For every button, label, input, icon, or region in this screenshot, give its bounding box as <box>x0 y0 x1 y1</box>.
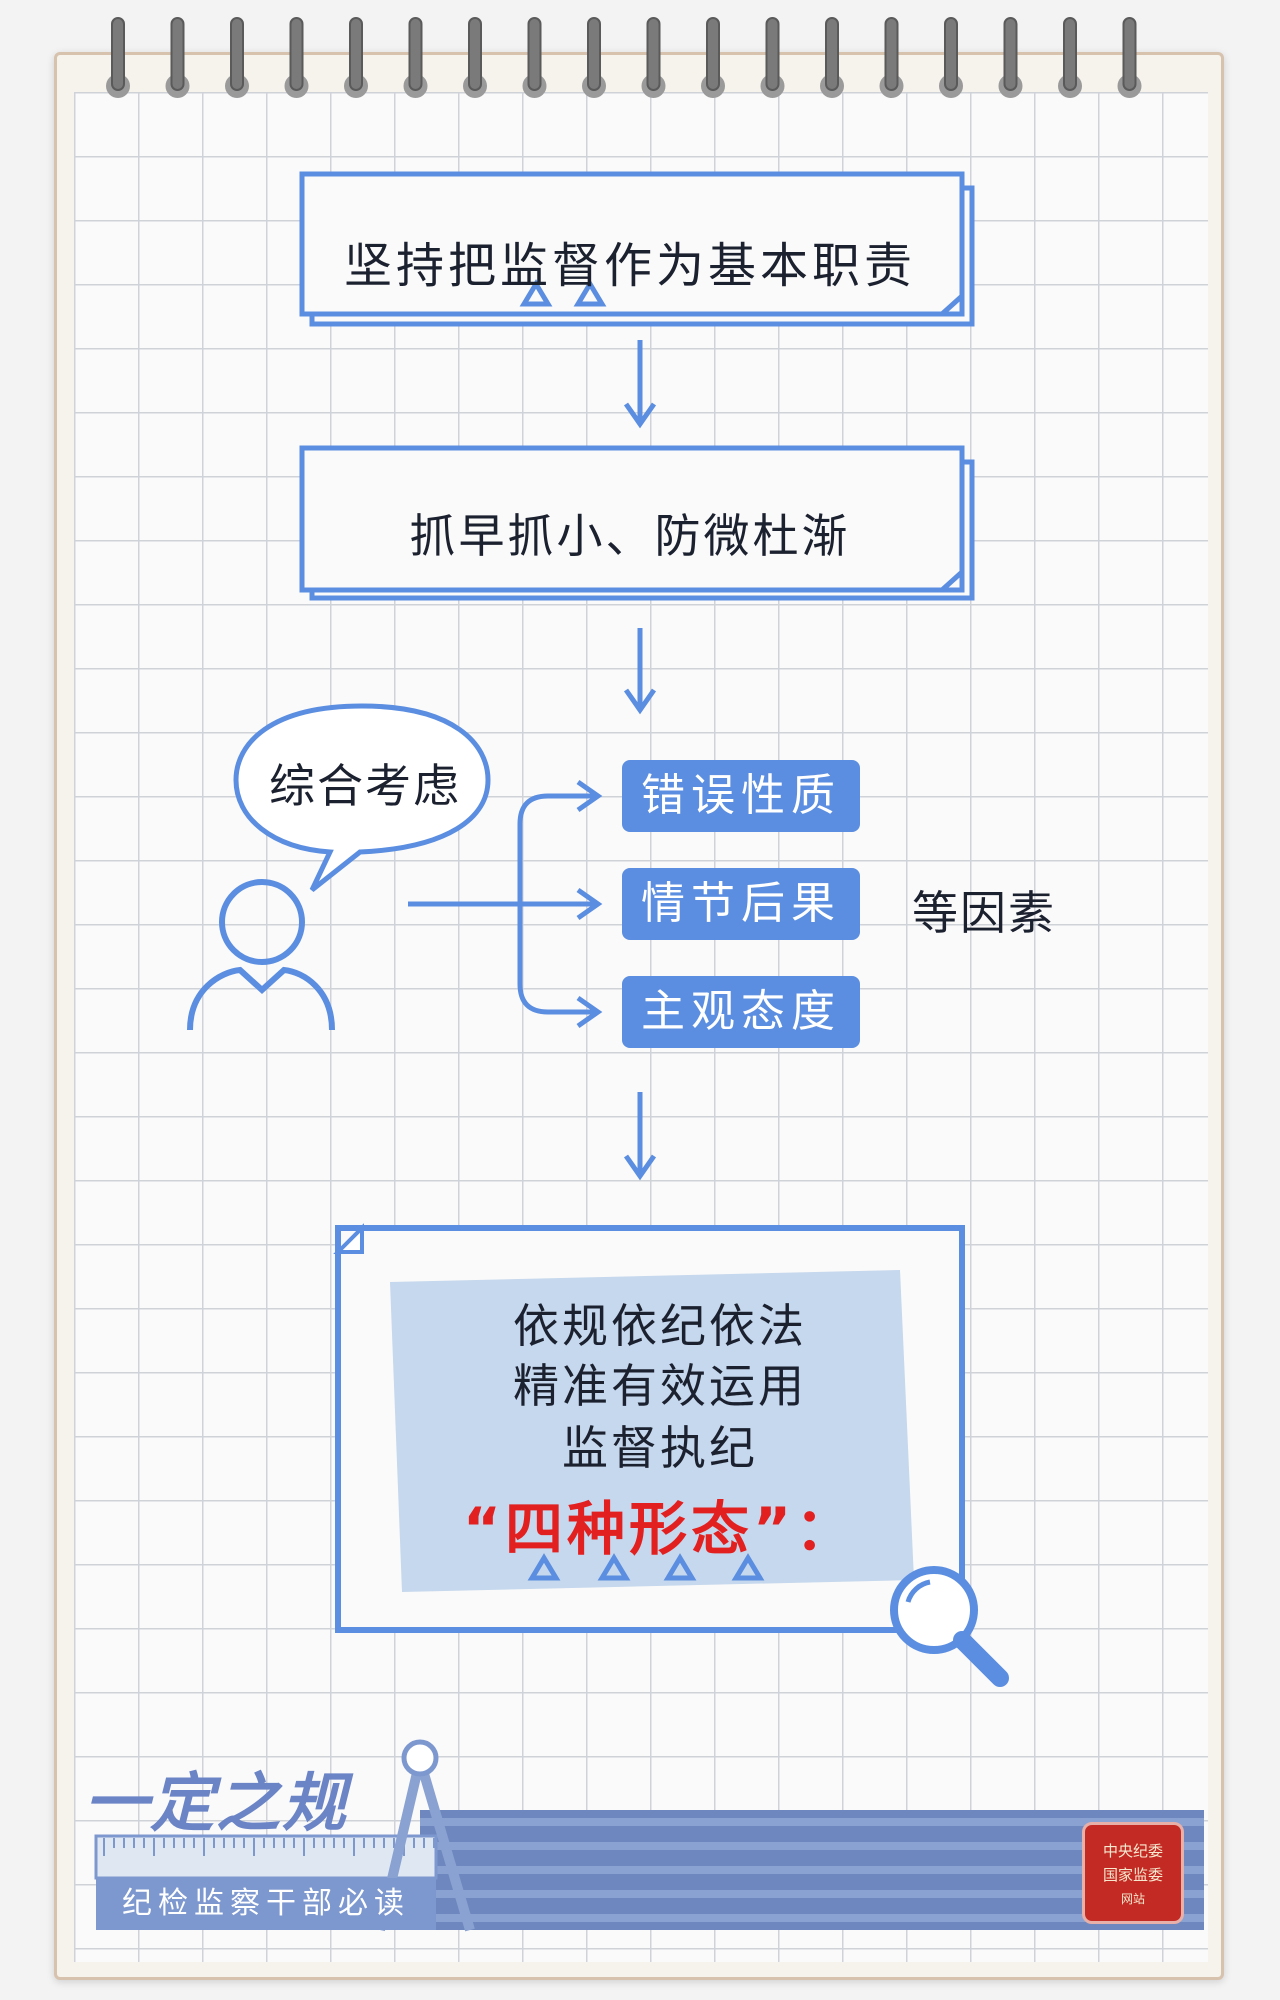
spiral-ring <box>879 17 904 98</box>
footer-stripe <box>420 1890 1204 1898</box>
spiral-ring <box>701 17 725 98</box>
spiral-ring <box>582 17 606 98</box>
person-icon <box>187 879 335 1031</box>
spiral-ring <box>820 17 844 98</box>
final-box <box>333 1223 965 1633</box>
footer-stripe <box>420 1842 1204 1850</box>
footer-stripes <box>420 1810 1204 1930</box>
spiral-ring <box>403 17 428 98</box>
step2-box <box>299 445 975 601</box>
spiral-ring <box>760 17 785 98</box>
factor-pill-attitude: 主观态度 <box>622 976 860 1048</box>
arrow-down-2 <box>623 628 657 715</box>
spiral-ring <box>225 17 249 98</box>
final-line-2: 精准有效运用 <box>513 1359 807 1413</box>
logo-title: 一定之规 <box>84 1767 348 1841</box>
final-line-3: 监督执纪 <box>562 1421 758 1475</box>
factors-suffix: 等因素 <box>912 886 1056 940</box>
footer-stripe <box>420 1818 1204 1826</box>
factor-pill-consequence: 情节后果 <box>622 868 860 940</box>
site-seal: 中央纪委 国家监委 网站 <box>1082 1822 1184 1924</box>
footer-stripe <box>420 1914 1204 1922</box>
seal-line-3: 网站 <box>1120 1892 1145 1906</box>
factor-pill-nature: 错误性质 <box>622 760 860 832</box>
branch-connector <box>408 779 603 1029</box>
magnifier-icon <box>890 1566 1009 1687</box>
spiral-rings <box>106 17 1142 98</box>
seal-line-1: 中央纪委 <box>1102 1842 1163 1860</box>
bubble-text: 综合考虑 <box>269 759 461 813</box>
speech-bubble <box>233 703 491 892</box>
step1-box <box>299 171 975 327</box>
spiral-ring <box>106 17 130 98</box>
arrow-down-3 <box>623 1092 657 1181</box>
footer-stripe <box>420 1866 1204 1874</box>
spiral-ring <box>284 17 309 98</box>
final-line-1: 依规依纪依法 <box>513 1299 807 1353</box>
spiral-ring <box>998 17 1023 98</box>
step1-decoration <box>519 279 607 307</box>
logo-subtitle: 纪检监察干部必读 <box>96 1878 436 1930</box>
step1-text: 坚持把监督作为基本职责 <box>343 238 916 294</box>
seal-line-2: 国家监委 <box>1102 1866 1163 1884</box>
spiral-ring <box>344 17 368 98</box>
spiral-ring <box>1117 17 1142 98</box>
arrow-down-1 <box>623 340 657 429</box>
spiral-ring <box>641 17 666 98</box>
final-decoration <box>527 1553 765 1581</box>
spiral-ring <box>463 17 487 98</box>
spiral-ring <box>1058 17 1082 98</box>
ruler-compass <box>94 1739 475 1932</box>
spiral-ring <box>165 17 190 98</box>
four-forms-highlight: “四种形态”： <box>462 1495 858 1563</box>
spiral-ring <box>522 17 547 98</box>
step2-text: 抓早抓小、防微杜渐 <box>409 509 851 563</box>
spiral-ring <box>939 17 963 98</box>
